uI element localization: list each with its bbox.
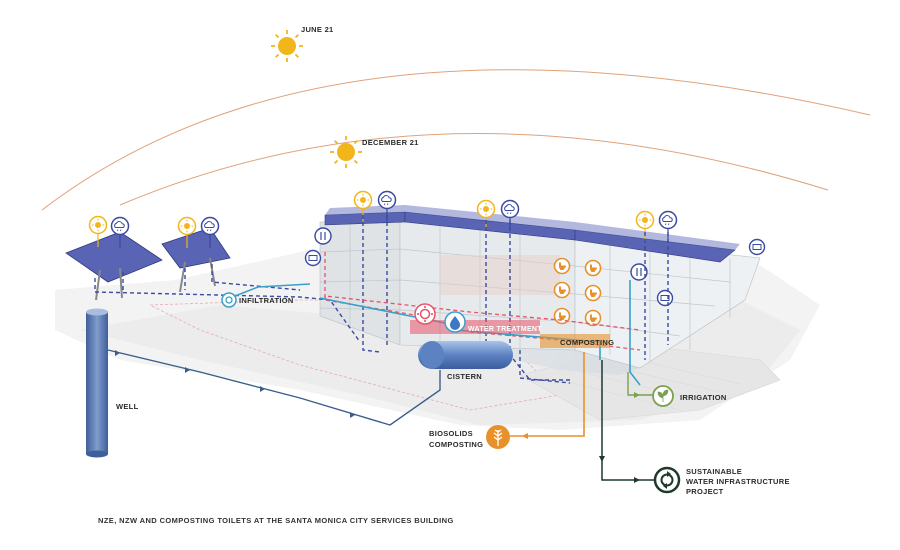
gear-icon xyxy=(414,303,436,325)
june-sun-arc xyxy=(41,69,871,211)
swip-arrow-1 xyxy=(599,456,605,462)
toilet-icon-4 xyxy=(584,259,602,277)
infiltration-label: INFILTRATION xyxy=(239,296,294,305)
biosolids-arrow xyxy=(522,433,528,439)
pantry-left-icon xyxy=(314,227,332,245)
irrigation-arrow xyxy=(634,392,640,398)
well-label: WELL xyxy=(116,402,139,411)
swip-arrow-2 xyxy=(634,477,640,483)
december-label: DECEMBER 21 xyxy=(362,138,419,147)
rainwater-lines xyxy=(94,215,669,384)
toilet-icon-1 xyxy=(553,257,571,275)
irrigation-label: IRRIGATION xyxy=(680,393,727,402)
swip-label-line-2: WATER INFRASTRUCTURE xyxy=(686,477,790,486)
swip-recycle-icon xyxy=(653,466,681,494)
cistern-tank xyxy=(418,341,513,369)
irrigation-line xyxy=(627,372,652,396)
water-treatment-label: WATER TREATMENT xyxy=(468,326,542,333)
composting-label: COMPOSTING xyxy=(560,338,614,347)
composting-bar xyxy=(540,334,610,348)
biosolids-label-line-1: BIOSOLIDS xyxy=(429,429,473,438)
june-sun-icon xyxy=(270,29,304,63)
toilet-icon-5 xyxy=(584,284,602,302)
december-sun-icon xyxy=(329,135,363,169)
december-sun-arc xyxy=(119,133,829,206)
well-to-cistern-line xyxy=(107,349,441,426)
biosolids-label-line-2: COMPOSTING xyxy=(429,440,483,449)
solar-carport-left xyxy=(65,231,163,301)
swip-label-line-3: PROJECT xyxy=(686,487,724,496)
toilet-icon-2 xyxy=(553,281,571,299)
june-label: JUNE 21 xyxy=(301,25,334,34)
well-shaft xyxy=(86,308,108,458)
device-left-icon xyxy=(304,249,322,267)
device-right-bottom-icon xyxy=(656,289,674,307)
device-right-top-icon xyxy=(748,238,766,256)
diagram-caption: NZE, NZW AND COMPOSTING TOILETS AT THE S… xyxy=(98,516,454,525)
solar-carport-right xyxy=(161,227,231,293)
biosolids-line xyxy=(510,352,585,437)
irrigation-leaf-icon xyxy=(652,385,674,407)
water-treatment-bar xyxy=(410,320,540,334)
infiltration-icon xyxy=(221,292,237,308)
flow-arrows xyxy=(115,350,355,418)
swip-label-line-1: SUSTAINABLE xyxy=(686,467,742,476)
water-drop-icon xyxy=(444,311,466,333)
cistern-label: CISTERN xyxy=(447,372,482,381)
biosolids-wheat-icon xyxy=(486,425,510,449)
